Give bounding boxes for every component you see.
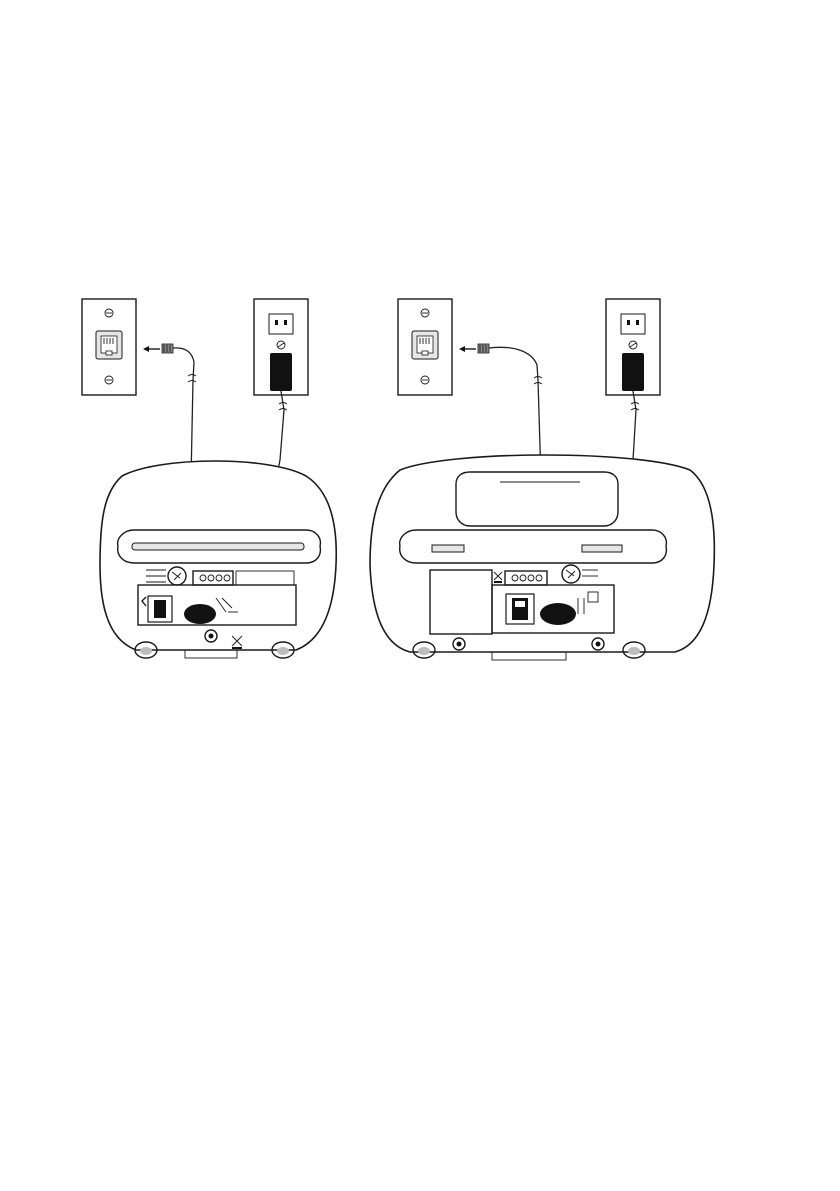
telephone-wall-jack [82,299,136,395]
right-panel [370,299,714,660]
telephone-jack-icon [412,331,438,359]
plug-arrow-icon [459,344,489,353]
plug-arrow-icon [143,344,173,353]
power-adapter-icon [622,353,644,391]
telephone-jack-icon [96,331,122,359]
power-jack [184,604,216,624]
power-outlet-icon [269,314,293,334]
power-outlet-icon [621,314,645,334]
power-jack [540,603,576,625]
telephone-base-rear [100,461,336,658]
power-adapter-icon [270,353,292,391]
left-panel [82,299,336,658]
cord-break-icon [188,375,196,383]
telephone-base-rear-with-handle [370,455,714,660]
telephone-wall-jack [398,299,452,395]
